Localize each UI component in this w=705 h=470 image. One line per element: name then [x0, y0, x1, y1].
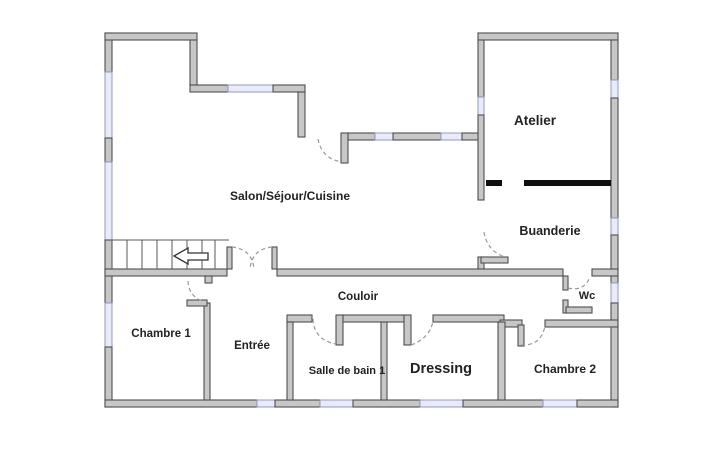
door-arc — [520, 325, 546, 346]
salon-top-wall — [317, 132, 482, 164]
door-panel — [186, 299, 208, 307]
wall-segment — [610, 302, 619, 408]
wall-segment — [274, 399, 321, 408]
door-panel — [271, 246, 278, 270]
room-label-salon: Salon/Séjour/Cuisine — [230, 189, 350, 203]
window — [104, 302, 113, 348]
wall-segment — [189, 84, 229, 93]
door-panel — [226, 246, 233, 270]
partition-bar — [524, 180, 611, 186]
wall-segment — [286, 321, 294, 401]
chambre1-wall — [186, 275, 213, 401]
exterior-bottom-wall — [104, 399, 619, 408]
door-arc — [410, 320, 434, 346]
wall-segment — [203, 302, 211, 401]
door-arc — [187, 280, 204, 302]
wall-segment — [392, 132, 442, 141]
wall-segment — [272, 84, 306, 93]
wall-segment — [104, 137, 113, 163]
wall-segment — [610, 39, 619, 81]
wall-segment — [497, 321, 506, 401]
room-label-dressing: Dressing — [410, 361, 472, 377]
door-panel — [480, 256, 509, 264]
wall-segment — [276, 268, 564, 277]
wall-segment — [104, 346, 113, 408]
window — [374, 132, 394, 141]
window — [610, 79, 619, 99]
door-arc — [567, 276, 591, 290]
room-label-buanderie: Buanderie — [519, 224, 580, 238]
window — [542, 399, 578, 408]
atelier-left-wall — [477, 39, 509, 272]
wall-segment — [189, 39, 198, 86]
exterior-left-wall — [104, 32, 113, 408]
wall-segment — [286, 314, 313, 323]
door-arc — [231, 246, 255, 270]
atelier-buanderie-partition — [486, 180, 611, 186]
wall-segment — [544, 319, 619, 328]
bedroom-dividers — [286, 321, 506, 401]
stairs — [111, 239, 229, 269]
wall-segment — [352, 399, 421, 408]
door-panel — [517, 324, 525, 347]
room-label-chambre1: Chambre 1 — [131, 328, 191, 340]
door-arc — [317, 138, 343, 163]
bedroom-row-top-wall — [286, 314, 505, 346]
wall-segment — [477, 39, 485, 98]
door-panel — [403, 314, 412, 346]
room-label-atelier: Atelier — [514, 113, 557, 128]
wc-partition — [562, 299, 593, 314]
wall-segment — [104, 32, 198, 41]
exterior-right-wall — [610, 39, 619, 408]
door-panel — [335, 314, 344, 346]
wall-segment — [565, 306, 593, 314]
wall-segment — [380, 321, 388, 401]
window — [610, 217, 619, 236]
chambre2-top-wall — [499, 319, 619, 347]
corridor-top-wall — [104, 246, 619, 291]
wall-segment — [591, 268, 619, 277]
door-panel — [562, 275, 569, 291]
window — [440, 132, 463, 141]
room-label-couloir: Couloir — [338, 291, 379, 303]
wall-segment — [462, 399, 544, 408]
wall-segment — [104, 268, 228, 277]
door-arc — [483, 231, 506, 258]
room-label-salle-de-bain: Salle de bain 1 — [309, 365, 385, 377]
partition-bar — [486, 180, 502, 186]
wall-segment — [477, 114, 485, 201]
door-panel — [340, 132, 349, 164]
exterior-top-wall — [104, 32, 619, 138]
wall-segment — [342, 314, 407, 323]
wall-segment — [297, 91, 306, 138]
window — [256, 399, 276, 408]
wall-segment — [610, 97, 619, 219]
window — [610, 282, 619, 304]
room-label-entree: Entrée — [234, 340, 270, 352]
wall-segment — [576, 399, 619, 408]
stairs-direction-arrow-icon — [172, 246, 209, 266]
door-arc — [312, 318, 337, 345]
wall-segment — [104, 399, 258, 408]
wall-segment — [432, 314, 505, 323]
window — [104, 161, 113, 241]
window — [419, 399, 464, 408]
room-label-chambre2: Chambre 2 — [534, 362, 596, 376]
wall-segment — [347, 132, 376, 141]
room-label-wc: Wc — [579, 290, 596, 302]
window — [227, 84, 274, 93]
door-arc — [249, 246, 273, 270]
window — [477, 96, 485, 116]
wall-segment — [204, 275, 213, 284]
window — [104, 71, 113, 139]
wall-segment — [477, 32, 619, 41]
window — [319, 399, 354, 408]
